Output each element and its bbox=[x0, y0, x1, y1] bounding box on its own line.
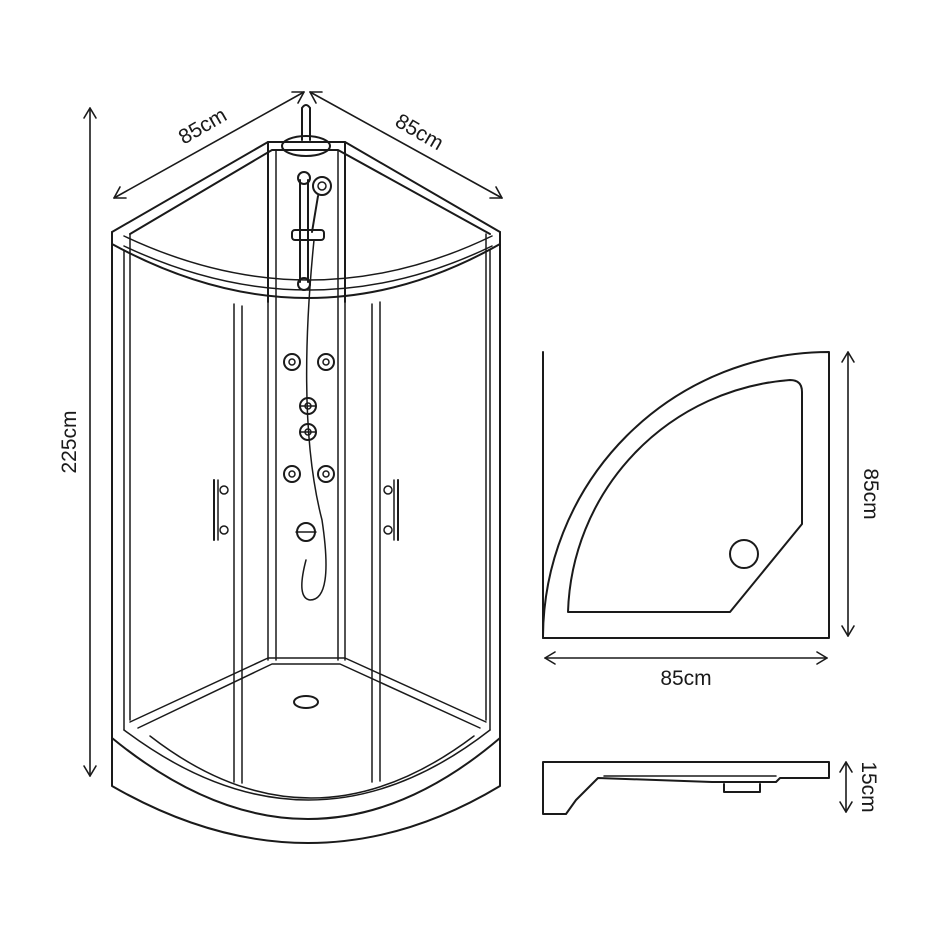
tray-side-view bbox=[542, 761, 830, 815]
cabin-width-left-label: 85cm bbox=[175, 104, 231, 150]
right-door-handle bbox=[383, 479, 399, 541]
tray-depth-label: 85cm bbox=[859, 468, 882, 519]
cabin-width-right-label: 85cm bbox=[391, 110, 447, 156]
left-door-handle bbox=[213, 479, 229, 541]
tray-top-view bbox=[542, 350, 830, 639]
tray-height-label: 15cm bbox=[857, 761, 880, 812]
cabin-height-label: 225cm bbox=[58, 410, 81, 473]
cabin-doors bbox=[233, 301, 381, 784]
massage-jets-icon bbox=[283, 353, 335, 483]
tray-top-dimension-arrows bbox=[544, 351, 855, 665]
tray-height-dimension-arrow bbox=[839, 761, 853, 813]
drain-icon bbox=[293, 695, 319, 709]
shower-cabin-drawing bbox=[111, 104, 501, 844]
control-knobs-icon bbox=[295, 397, 317, 542]
rain-shower-head-icon bbox=[281, 104, 331, 157]
hand-shower-icon bbox=[291, 171, 332, 601]
cabin-back-column bbox=[129, 141, 487, 721]
cabin-shower-tray bbox=[111, 657, 501, 844]
cabin-dimension-arrows bbox=[83, 91, 503, 777]
cabin-frame bbox=[111, 243, 501, 739]
tray-drain-icon bbox=[729, 539, 759, 569]
tray-width-label: 85cm bbox=[660, 667, 711, 690]
